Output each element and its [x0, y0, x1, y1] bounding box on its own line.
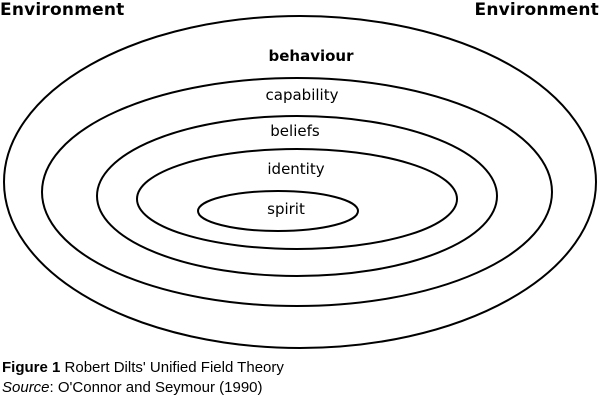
- figure-source: Source: O'Connor and Seymour (1990): [2, 378, 263, 398]
- figure-number: Figure 1: [2, 359, 61, 376]
- level-label-capability: capability: [266, 86, 339, 104]
- level-label-spirit: spirit: [267, 200, 305, 218]
- figure-caption: Figure 1 Robert Dilts' Unified Field The…: [2, 358, 284, 378]
- environment-label-right: Environment: [474, 0, 599, 20]
- source-label: Source: [2, 379, 50, 396]
- ellipse-beliefs: [96, 115, 498, 277]
- figure-title: Robert Dilts' Unified Field Theory: [64, 359, 284, 376]
- ellipse-capability: [41, 77, 553, 307]
- ellipse-identity: [136, 148, 458, 250]
- level-label-beliefs: beliefs: [270, 122, 320, 140]
- source-text: : O'Connor and Seymour (1990): [49, 379, 263, 396]
- nested-levels-diagram: behaviour capability beliefs identity sp…: [3, 15, 597, 349]
- ellipse-spirit: [197, 190, 359, 232]
- level-label-behaviour: behaviour: [268, 47, 354, 65]
- environment-label-left: Environment: [0, 0, 125, 20]
- ellipse-behaviour: [3, 15, 597, 349]
- level-label-identity: identity: [267, 160, 324, 178]
